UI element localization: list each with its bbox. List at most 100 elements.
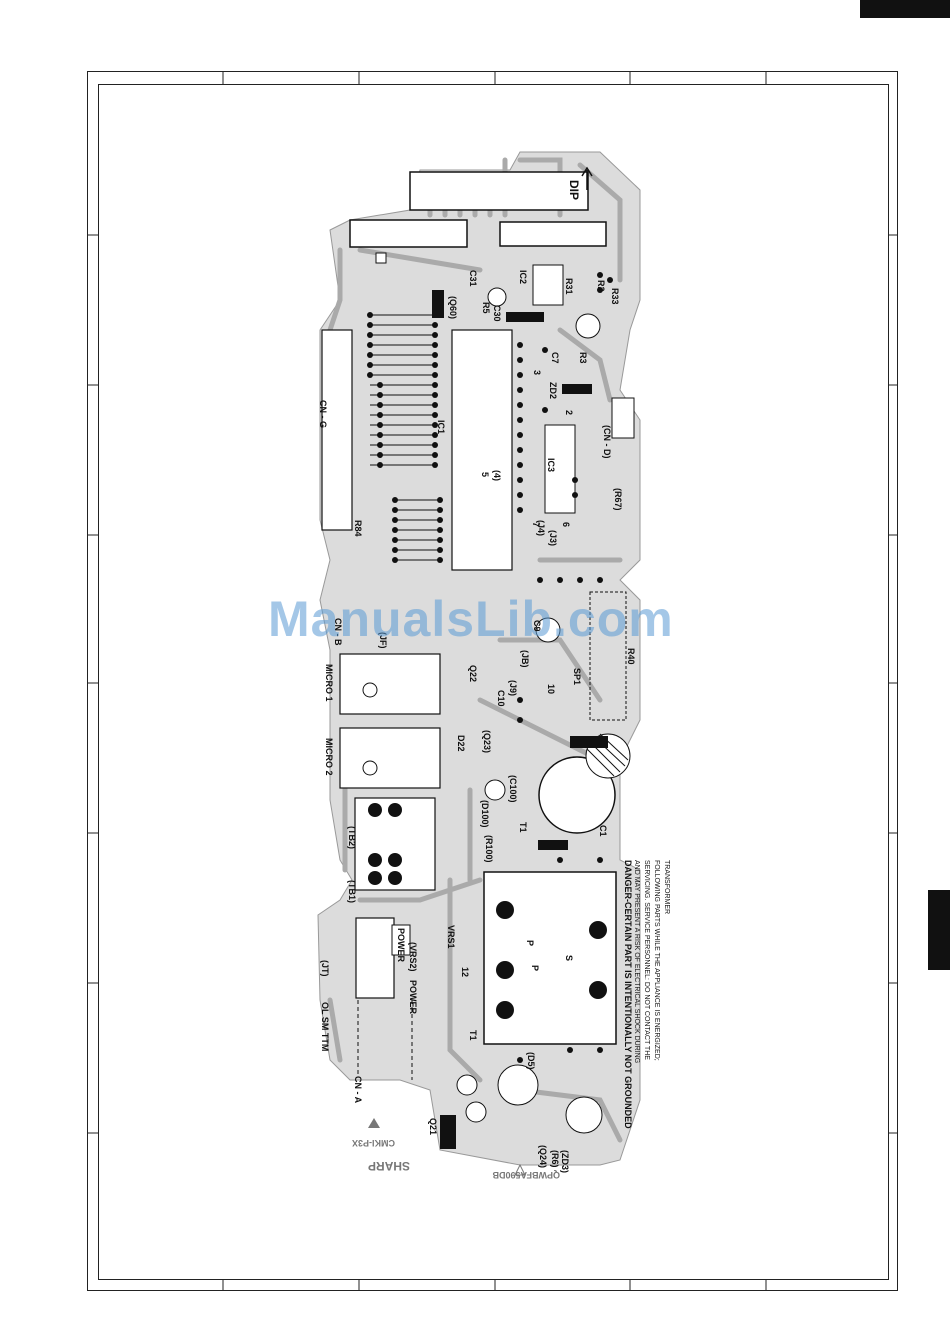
- r6-label: (R6): [550, 1150, 560, 1168]
- drawing-frame-outer: [87, 71, 898, 1291]
- r40-label: R40: [626, 648, 636, 665]
- warning-triangle-icon: [514, 1163, 526, 1176]
- q22-label: Q22: [468, 665, 478, 682]
- c9-label: C9: [532, 620, 542, 632]
- dip-arrow-icon: [581, 166, 593, 190]
- j4-label: (J4): [536, 520, 546, 536]
- d22-label: D22: [456, 735, 466, 752]
- c7-label: C7: [550, 352, 560, 364]
- dip-header-left: [349, 219, 468, 248]
- model-text: CMKI-P3X: [352, 1138, 395, 1148]
- vrs1-label: VRS1: [446, 925, 456, 949]
- terminal-pads: [368, 803, 402, 885]
- r67-label: (R67): [613, 488, 623, 511]
- d5-label: (D5): [526, 1052, 536, 1070]
- jb-label: (JB): [520, 650, 530, 668]
- danger-line-5: TRANSFORMER: [663, 860, 670, 914]
- c1-capacitor: [538, 756, 616, 834]
- ic3-body: [544, 424, 576, 514]
- pin-10-label: 10: [546, 684, 556, 694]
- capacitors: [456, 287, 603, 1134]
- mount-pad: [375, 252, 387, 264]
- r31-label: R31: [564, 278, 574, 295]
- c31-label: C31: [468, 270, 478, 287]
- r33-label: R33: [610, 288, 620, 305]
- frame-ticks: [87, 71, 898, 1291]
- c30-label: C30: [492, 305, 502, 322]
- c10-label: C10: [496, 690, 506, 707]
- dip-header-right: [499, 221, 607, 247]
- ul-triangle-icon: [368, 1118, 380, 1128]
- silkscreen: QPWBFA590DB CMKI-P3X SHARP: [352, 1118, 560, 1180]
- power2-label: POWER: [408, 980, 418, 1015]
- q60-transistor: [506, 312, 544, 322]
- cnb-label: CN - B: [333, 618, 343, 646]
- zd3-label: (ZD3): [560, 1150, 570, 1173]
- danger-notice: DANGER-CERTAIN PART IS INTENTIONALLY NOT…: [623, 860, 670, 1129]
- ic1-body: [451, 329, 513, 571]
- cng-label: CN - G: [318, 400, 328, 428]
- zd2-label: ZD2: [548, 382, 558, 399]
- dip-header-top: [409, 171, 589, 211]
- pin-12-label: 12: [460, 967, 470, 977]
- q21-transistor: [440, 1115, 456, 1149]
- pin-6-label: 6: [561, 522, 571, 527]
- page-corner-tab: [860, 0, 950, 18]
- brand-text: SHARP: [368, 1159, 410, 1173]
- micro1-label: MICRO 1: [324, 664, 334, 702]
- q60-label: (Q60): [448, 296, 458, 319]
- micro2-button-icon: [362, 760, 378, 776]
- transformer-pins: [496, 901, 607, 1019]
- tb1-label: (TB1): [347, 880, 357, 903]
- d100-label: (D100): [480, 800, 490, 828]
- c1-label: C1: [598, 825, 608, 837]
- resistor-array: [370, 314, 440, 561]
- p1-label: P: [525, 940, 535, 946]
- jf-label: (JF): [378, 632, 388, 649]
- r2-label: R2: [596, 280, 606, 292]
- pin-7-label: 7: [531, 522, 541, 527]
- ic3-label: IC3: [546, 458, 556, 472]
- pin-3-label: 3: [532, 370, 542, 375]
- ic1-label: IC1: [436, 420, 446, 434]
- dip-label: DIP: [567, 180, 581, 200]
- t1-bottom-label: T1: [468, 1030, 478, 1041]
- danger-line-2: AND MAY PRESENT A RISK OF ELECTRICAL SHO…: [633, 860, 640, 1063]
- ic2-label: IC2: [518, 270, 528, 284]
- q21-label: Q21: [428, 1118, 438, 1135]
- board-id-text: QPWBFA590DB: [492, 1170, 560, 1180]
- ol-sm-ttm-label: OL SM TTM: [320, 1002, 330, 1051]
- ic2-body: [532, 264, 564, 306]
- c31-part: [432, 290, 444, 318]
- q23-label: (Q23): [482, 730, 492, 753]
- danger-line-1: DANGER-CERTAIN PART IS INTENTIONALLY NOT…: [623, 860, 633, 1129]
- cnd-label: (CN - D): [602, 425, 612, 459]
- tb2-label: (TB2): [347, 826, 357, 849]
- p2-label: P: [530, 965, 540, 971]
- jt-label: (JT): [320, 960, 330, 977]
- r3-label: R3: [578, 352, 588, 364]
- j3-label: (J3): [548, 530, 558, 546]
- c100-label: (C100): [508, 775, 518, 803]
- r84-label: R84: [353, 520, 363, 537]
- drawing-frame-inner: [98, 84, 889, 1280]
- sp1-label: SP1: [572, 668, 582, 685]
- micro1-button-icon: [362, 682, 378, 698]
- s-label: S: [564, 955, 574, 961]
- micro2-label: MICRO 2: [324, 738, 334, 776]
- zd2-part: [562, 384, 592, 394]
- r100-label: (R100): [484, 835, 494, 863]
- micro2-switch: [339, 727, 441, 789]
- power1-label: POWER: [396, 928, 406, 963]
- cna-connector: [355, 917, 395, 999]
- pin-5-label: 5: [480, 472, 490, 477]
- sp1-outline: [589, 591, 627, 721]
- q24-label: (Q24): [538, 1145, 548, 1168]
- t1-top-label: T1: [518, 822, 528, 833]
- power-connector: [391, 924, 411, 956]
- watermark: ManualsLib.com: [268, 591, 674, 647]
- danger-line-4: FOLLOWING PARTS WHILE THE APPLIANCE IS E…: [653, 860, 660, 1061]
- pin-2-label: 2: [564, 410, 574, 415]
- pin-4-label: (4): [492, 470, 502, 481]
- micro1-switch: [339, 653, 441, 715]
